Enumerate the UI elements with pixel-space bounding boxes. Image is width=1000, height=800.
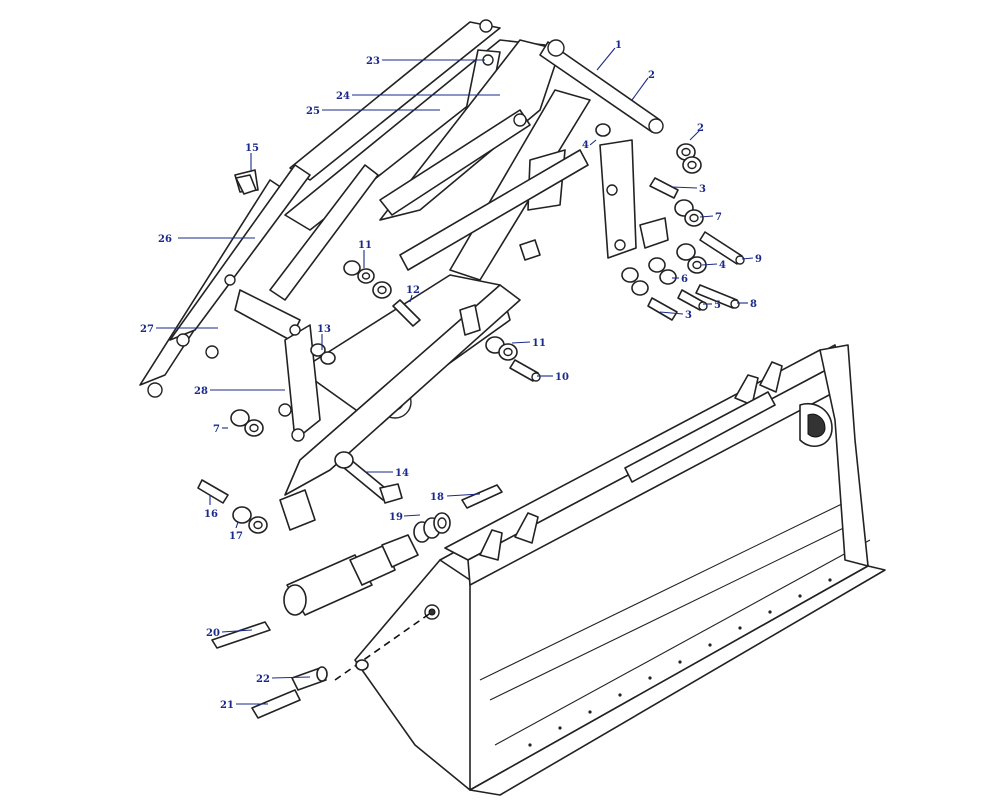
- callout-11-upper: 11: [358, 240, 372, 251]
- callout-1: 1: [615, 40, 622, 51]
- callout-4-right: 4: [719, 260, 726, 271]
- callout-13: 13: [317, 324, 331, 335]
- callout-leaders: [156, 47, 754, 705]
- callout-2-top: 2: [648, 70, 655, 81]
- callout-27: 27: [140, 324, 154, 335]
- callout-labels: 1 2 2 3 3 4 4 5 6 7 7 8 9 10 11 11 12 13…: [140, 40, 762, 711]
- callout-18: 18: [430, 492, 444, 503]
- bucket: [354, 344, 886, 796]
- callout-2-right: 2: [697, 123, 704, 134]
- callout-3-lower: 3: [685, 310, 692, 321]
- loader-frame: [139, 19, 669, 531]
- callout-26: 26: [158, 234, 172, 245]
- callout-7-left: 7: [213, 424, 220, 435]
- callout-10: 10: [555, 372, 569, 383]
- callout-6: 6: [681, 274, 688, 285]
- callout-7-right: 7: [715, 212, 722, 223]
- callout-8: 8: [750, 299, 757, 310]
- bushings-and-pins: [197, 123, 745, 719]
- callout-24: 24: [336, 91, 350, 102]
- bucket-rivets: [528, 578, 832, 747]
- callout-22: 22: [256, 674, 270, 685]
- callout-21: 21: [220, 700, 234, 711]
- callout-3-upper: 3: [699, 184, 706, 195]
- callout-14: 14: [395, 468, 409, 479]
- callout-11-lower: 11: [532, 338, 546, 349]
- callout-4-upper: 4: [582, 140, 589, 151]
- callout-28: 28: [194, 386, 208, 397]
- pin-axis-line: [334, 611, 433, 681]
- callout-5: 5: [714, 300, 721, 311]
- callout-16: 16: [204, 509, 218, 520]
- callout-25: 25: [306, 106, 320, 117]
- callout-15: 15: [245, 143, 259, 154]
- callout-19: 19: [389, 512, 403, 523]
- callout-9: 9: [755, 254, 762, 265]
- callout-12: 12: [406, 285, 420, 296]
- callout-20: 20: [206, 628, 220, 639]
- callout-17: 17: [229, 531, 243, 542]
- callout-23: 23: [366, 56, 380, 67]
